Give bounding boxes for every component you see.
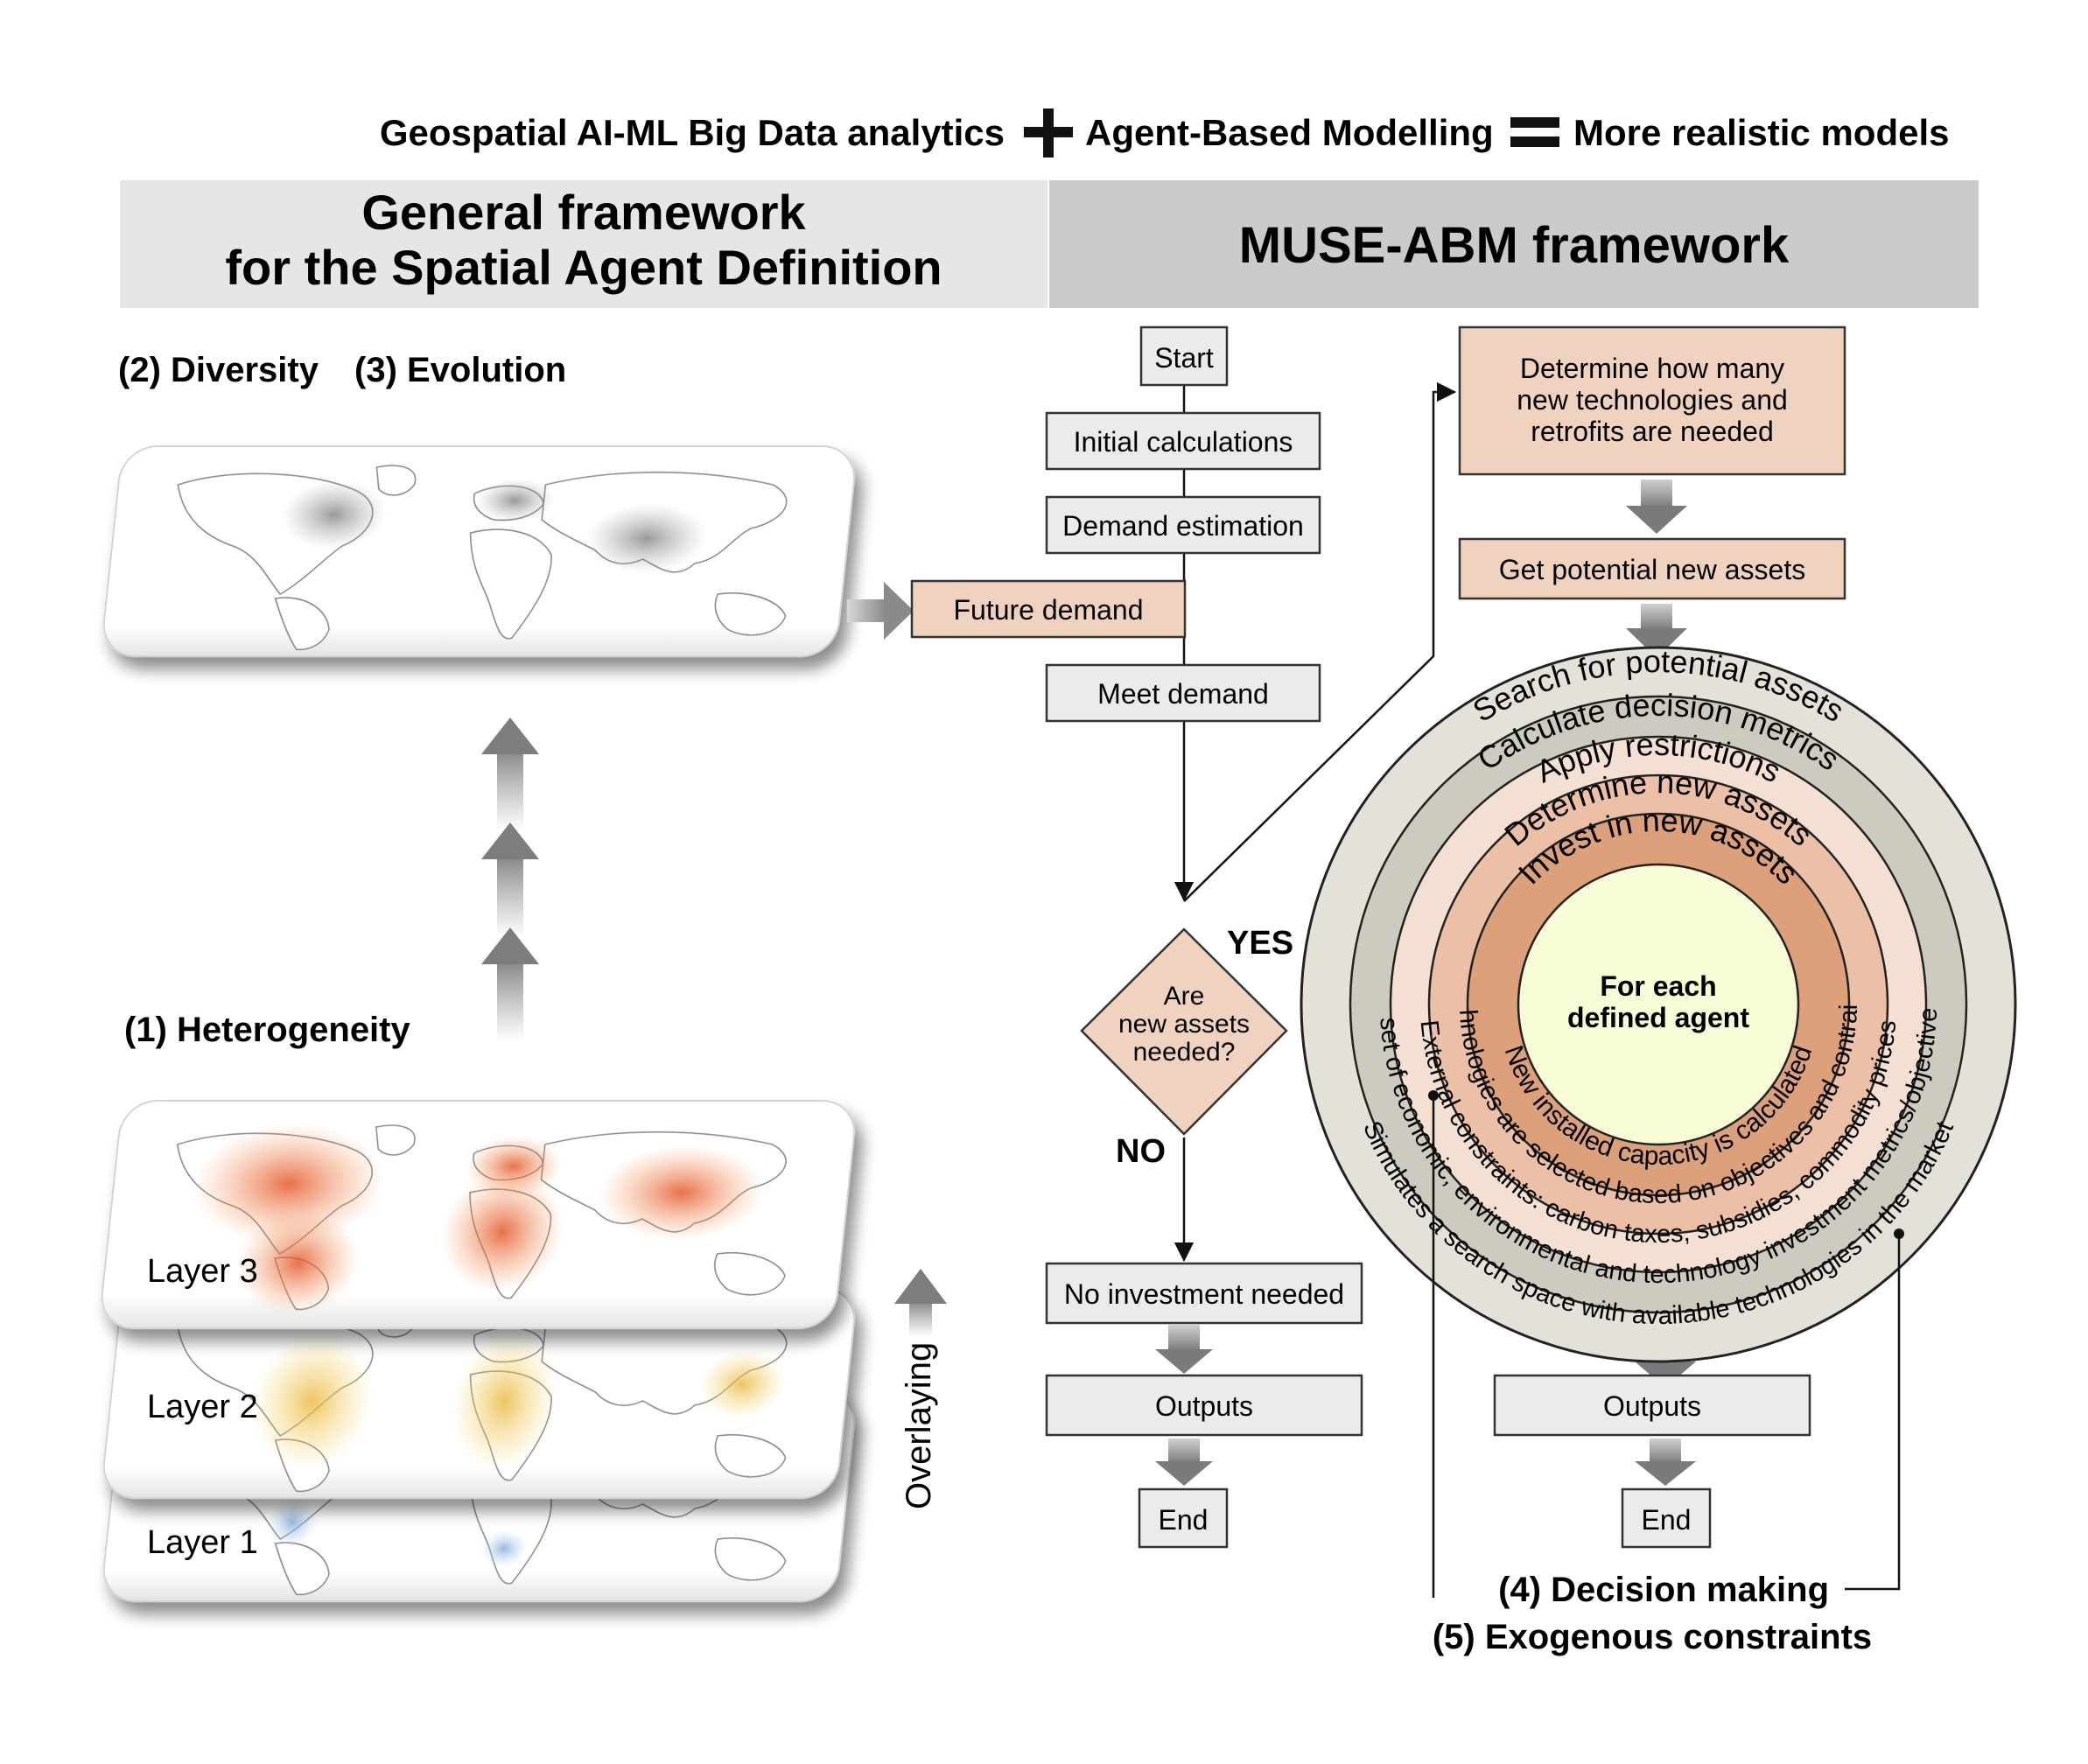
down-arrow-icon [1155,1461,1213,1486]
equals-icon [1510,117,1559,147]
end-label-left: End [1159,1504,1209,1536]
decision-making-label: (4) Decision making [1498,1571,1829,1609]
meet-demand-label: Meet demand [1097,678,1269,710]
determine-line1: Determine how many [1520,353,1784,384]
decision-line2: new assets [1118,1010,1250,1039]
up-arrow-icon [481,822,539,859]
meet-demand-box [1045,663,1321,723]
layer-2-label: Layer 2 [147,1389,258,1425]
layer-1-map [101,1391,858,1601]
start-label: Start [1154,342,1214,374]
potential-assets-label: Get potential new assets [1499,554,1805,585]
down-arrow-icon [1626,628,1687,658]
layer-3-label: Layer 3 [147,1253,258,1290]
no-investment-box [1045,1262,1363,1325]
plus-icon [1024,108,1073,158]
initial-calculations-box [1045,411,1321,471]
diversity-label: (2) Diversity [118,351,319,389]
label-pointers [1428,1090,1904,1598]
tagline-realistic: More realistic models [1573,112,1950,153]
header-right: MUSE-ABM framework [1239,217,1790,274]
header-left-line2: for the Spatial Agent Definition [225,240,942,295]
center-line2: defined agent [1567,1002,1749,1033]
right-arrow-icon [884,582,914,640]
down-arrow-icon [1626,506,1687,534]
future-demand-box [910,579,1187,639]
decision-line3: needed? [1133,1038,1236,1067]
tagline: Geospatial AI-ML Big Data analytics Agen… [380,108,1950,158]
exogenous-constraints-label: (5) Exogenous constraints [1433,1618,1872,1656]
up-arrow-icon [481,718,539,754]
up-arrow-icon [481,928,539,964]
header-right-bg [1049,180,1979,308]
determine-line3: retrofits are needed [1531,416,1774,447]
map-to-demand-arrow [847,582,914,640]
up-arrow-icon [894,1269,947,1304]
start-box [1139,326,1229,387]
outputs-label-left: Outputs [1155,1390,1253,1422]
end-box-left [1138,1488,1229,1549]
agent-center [1517,863,1800,1146]
up-arrows-stack [481,718,539,1041]
no-investment-label: No investment needed [1064,1278,1344,1310]
investment-flow: Determine how many new technologies and … [1458,326,1846,1549]
overlaying-arrow [894,1269,947,1337]
down-arrow-icon [1155,1349,1213,1374]
overlaying-label: Overlaying [900,1342,938,1509]
decision-diamond [1080,928,1288,1136]
evolution-label: (3) Evolution [354,351,566,389]
yes-label: YES [1227,925,1293,962]
center-line1: For each [1600,970,1716,1002]
outputs-box-right [1493,1374,1811,1437]
layer-2-map [101,1288,858,1498]
outputs-label-right: Outputs [1603,1390,1701,1422]
heterogeneity-label: (1) Heterogeneity [124,1011,410,1049]
tagline-analytics: Geospatial AI-ML Big Data analytics [380,112,1005,153]
potential-assets-box [1458,537,1846,600]
determine-line2: new technologies and [1517,384,1788,416]
demand-estimation-box [1045,495,1321,555]
down-arrow-icon [1635,1461,1696,1486]
end-box-right [1621,1488,1712,1549]
no-label: NO [1116,1133,1166,1170]
header-left-bg [120,180,1048,308]
aggregated-map-panel [101,446,858,656]
demand-estimation-label: Demand estimation [1062,510,1304,542]
layer-3-map [101,1100,856,1329]
decision-line1: Are [1164,982,1205,1011]
outputs-box-left [1045,1374,1363,1437]
initial-calculations-label: Initial calculations [1074,426,1293,458]
future-demand-label: Future demand [953,594,1143,626]
header-left-line1: General framework [361,185,806,240]
main-flowchart: Start Initial calculations Demand estima… [910,326,1457,1549]
end-label-right: End [1642,1504,1692,1536]
layer-1-label: Layer 1 [147,1524,258,1561]
tagline-abm: Agent-Based Modelling [1085,112,1494,153]
determine-box [1458,326,1846,476]
